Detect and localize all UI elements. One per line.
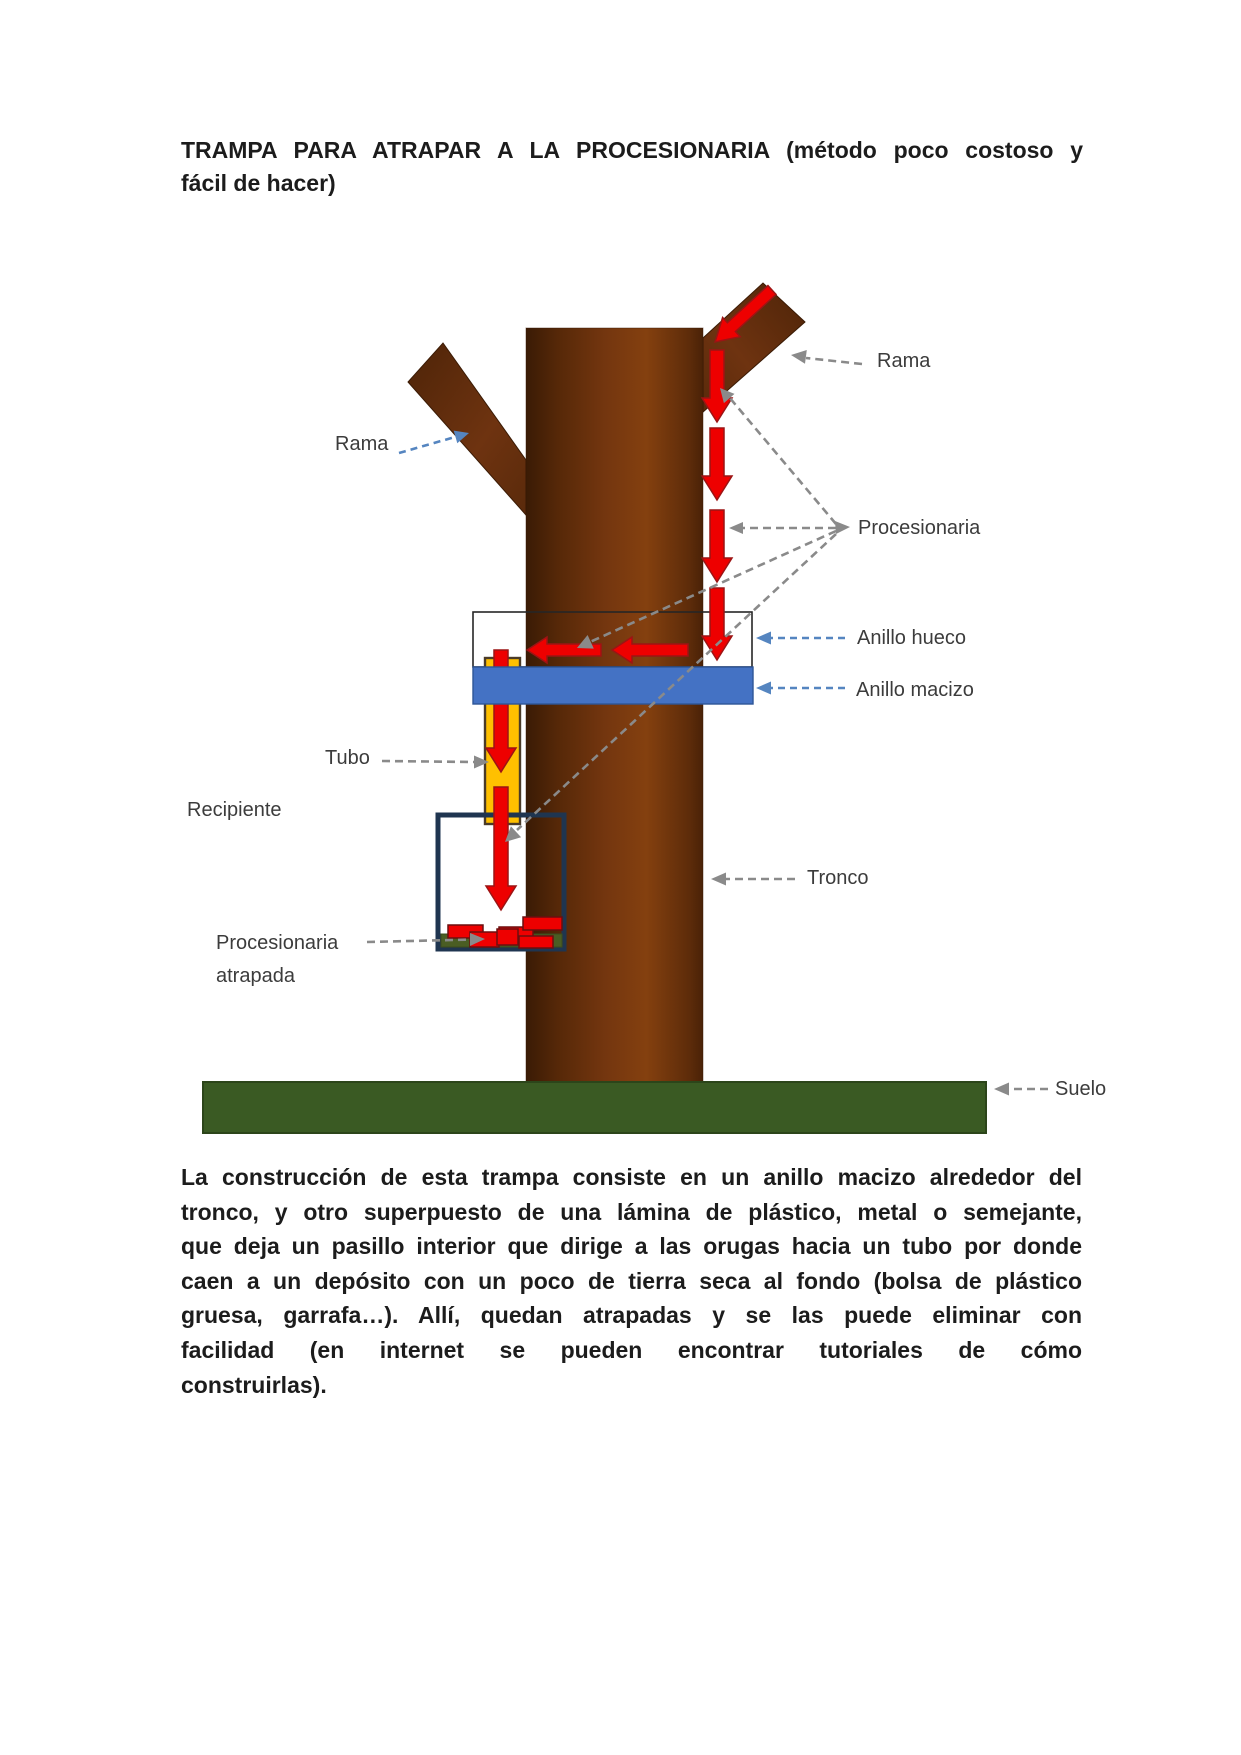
paragraph-line: gruesa, garrafa…). Allí, quedan atrapada…	[181, 1302, 1082, 1329]
label-tubo: Tubo	[325, 747, 370, 769]
label-procesionaria-atrapada-line2: atrapada	[216, 965, 295, 987]
label-rama-right: Rama	[877, 350, 931, 372]
label-procesionaria: Procesionaria	[858, 517, 981, 539]
tree-trunk	[525, 327, 704, 1083]
paragraph-line: facilidad (en internet se pueden encontr…	[181, 1336, 1082, 1363]
body-paragraph: La construcción de esta trampa consiste …	[181, 1160, 1082, 1402]
label-recipiente: Recipiente	[187, 799, 282, 821]
solid-ring-box	[472, 666, 754, 705]
caterpillar-descent-arrows	[700, 349, 734, 662]
title-line-1: TRAMPA PARA ATRAPAR A LA PROCESIONARIA (…	[181, 137, 1083, 163]
branch-left	[407, 342, 527, 517]
label-procesionaria-atrapada-line1: Procesionaria	[216, 932, 339, 954]
paragraph-line: que deja un pasillo interior que dirige …	[181, 1233, 1082, 1260]
title-line-2: fácil de hacer)	[181, 170, 336, 196]
label-rama-left: Rama	[335, 433, 389, 455]
falling-arrow-container	[484, 786, 518, 912]
label-procesionaria-atrapada: Procesionaria atrapada	[216, 927, 338, 993]
label-suelo: Suelo	[1055, 1078, 1107, 1100]
paragraph-line: construirlas).	[181, 1371, 327, 1398]
label-tronco: Tronco	[807, 867, 869, 889]
label-anillo-macizo: Anillo macizo	[856, 679, 974, 701]
trapped-caterpillars	[447, 916, 563, 949]
label-connectors	[366, 350, 1048, 1096]
document-title: TRAMPA PARA ATRAPAR A LA PROCESIONARIA (…	[181, 134, 1083, 200]
paragraph-line: tronco, y otro superpuesto de una lámina…	[181, 1198, 1082, 1225]
paragraph-line: La construcción de esta trampa consiste …	[181, 1164, 1082, 1190]
caterpillar-corridor-arrows	[525, 635, 689, 665]
ground	[202, 1081, 987, 1134]
caterpillar-arrow-diagonal	[714, 284, 778, 343]
paragraph-line: caen a un depósito con un poco de tierra…	[181, 1267, 1082, 1294]
label-anillo-hueco: Anillo hueco	[857, 627, 966, 649]
